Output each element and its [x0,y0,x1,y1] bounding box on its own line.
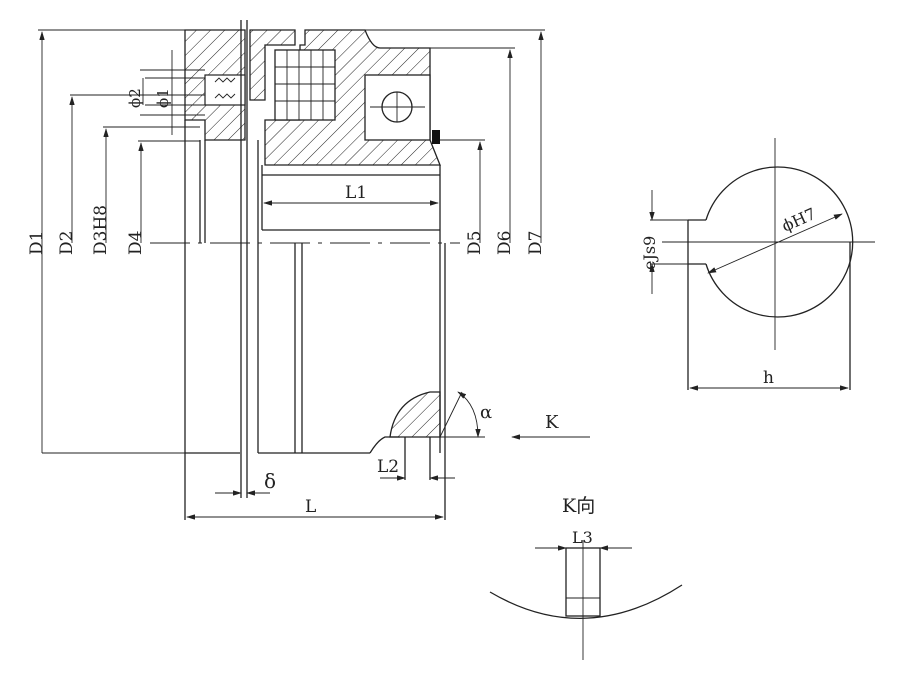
section-view: D1 D2 D3H8 D4 D5 D6 D7 ϕ2 ϕ1 L1 L L2 δ α… [27,20,590,520]
label-L: L [305,497,316,517]
coil-winding [275,50,335,120]
key-section [389,391,441,438]
seal [432,130,440,144]
spring-pin [204,74,246,106]
label-delta: δ [264,469,276,493]
diameter-dimensions-left [38,29,205,454]
length-dimensions [186,200,590,520]
label-D6: D6 [495,231,515,255]
label-keyway: eJs9 [640,236,659,270]
rim-arc [489,584,683,620]
diameter-dimensions-right [365,29,545,243]
label-D4: D4 [126,231,146,255]
label-k-view: K向 [562,495,595,517]
coil [274,49,336,121]
label-phi1: ϕ1 [154,88,172,108]
label-D3: D3H8 [91,205,111,255]
label-h: h [763,368,774,388]
bearing [364,74,431,141]
label-phi2: ϕ2 [126,88,144,108]
armature-section [249,29,296,101]
label-D2: D2 [57,231,77,255]
k-direction-view: K向 L3 [489,495,683,660]
bore-view: ϕH7 eJs9 h [640,138,875,391]
label-K: K [545,412,559,433]
label-alpha: α [480,402,492,423]
label-D7: D7 [526,231,546,255]
label-L3: L3 [572,528,593,547]
label-D1: D1 [27,231,47,255]
label-D5: D5 [465,231,485,255]
label-L2: L2 [377,457,399,477]
label-L1: L1 [345,183,367,203]
label-bore: ϕH7 [779,204,819,236]
